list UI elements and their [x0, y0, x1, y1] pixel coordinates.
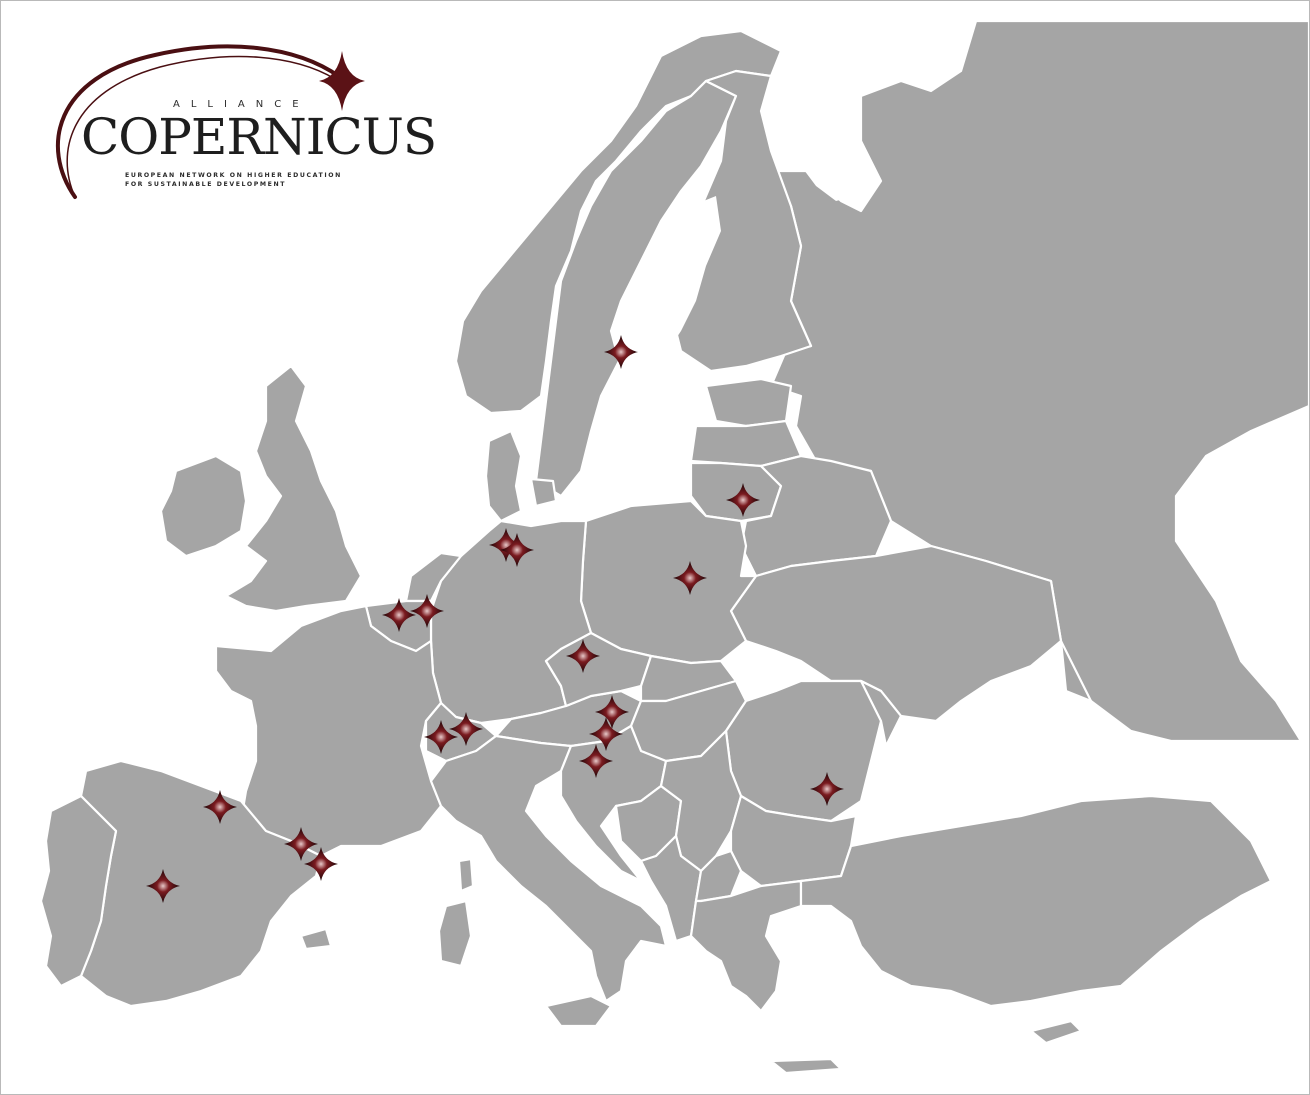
finland-land [669, 69, 813, 373]
logo-star-icon [319, 51, 365, 111]
ireland-land [159, 454, 248, 558]
marker-sweden [604, 335, 638, 369]
turkey-land [799, 794, 1273, 1008]
logo-subtitle-line1: European Network on Higher Education [125, 172, 342, 179]
marker-austria-3 [579, 744, 613, 778]
denmark-islands [529, 477, 558, 508]
denmark-land [484, 429, 523, 523]
ukraine-land [729, 544, 1063, 723]
sicily-land [544, 994, 613, 1028]
logo-subtitle-line2: for Sustainable Development [125, 181, 287, 188]
great-britain-land [224, 364, 363, 613]
moldova-land [859, 679, 903, 748]
logo-swoosh [55, 44, 365, 199]
markers-layer [146, 335, 844, 903]
marker-austria-2 [589, 717, 623, 751]
crete-land [769, 1057, 843, 1075]
border-line [1059, 639, 1093, 703]
marker-germany-north-2 [500, 533, 534, 567]
sardinia-land [437, 899, 473, 968]
slovenia-croatia-land [559, 724, 668, 883]
cyprus-land [1029, 1019, 1083, 1045]
marker-lithuania [726, 483, 760, 517]
marker-switzerland-1 [424, 720, 458, 754]
marker-romania [810, 772, 844, 806]
logo-alliance-text: ALLIANCE [173, 99, 310, 110]
marker-spain-madrid [146, 869, 180, 903]
marker-switzerland-2 [449, 712, 483, 746]
corsica-land [457, 857, 475, 893]
marker-spain-catalonia-2 [304, 847, 338, 881]
estonia-land [704, 377, 793, 428]
copernicus-logo: ALLIANCE COPERNICUS European Network on … [45, 37, 475, 207]
marker-austria-1 [595, 695, 629, 729]
marker-spain-north [203, 790, 237, 824]
marker-czechia [566, 639, 600, 673]
marker-poland [673, 561, 707, 595]
logo-subtitle: European Network on Higher Education for… [125, 171, 342, 189]
marker-spain-catalonia-1 [284, 827, 318, 861]
portugal-land [39, 794, 118, 988]
poland-land [579, 499, 758, 665]
marker-netherlands-south [410, 594, 444, 628]
marker-belgium [382, 598, 416, 632]
marker-germany-north-1 [489, 528, 523, 562]
logo-title-text: COPERNICUS [81, 108, 437, 166]
sweden-land [534, 79, 738, 498]
balearic-land [299, 927, 333, 951]
greece-land [689, 879, 803, 1013]
